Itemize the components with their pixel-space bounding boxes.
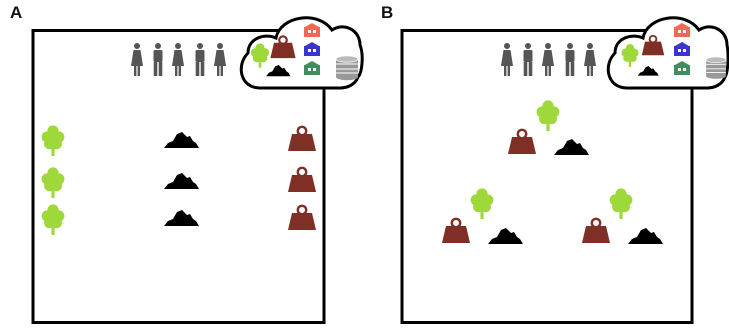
resource-cluster-left: [440, 188, 523, 245]
person-icon: [584, 43, 596, 76]
coin-stack-icon: [705, 56, 727, 80]
rock-pile-icon: [628, 228, 663, 244]
panel-b-frame: [400, 29, 694, 324]
panel-a-frame: [31, 29, 326, 324]
panel-a-label: A: [10, 3, 23, 22]
person-icon: [501, 43, 513, 76]
person-icon: [565, 43, 575, 76]
tree-icon: [609, 188, 633, 219]
person-icon: [523, 43, 533, 76]
panel-b: [400, 16, 729, 324]
cloud-bubble: [606, 16, 729, 90]
rock-pile-icon: [164, 210, 199, 226]
resource-cluster-right: [580, 188, 663, 245]
person-icon: [214, 43, 226, 76]
rock-pile-icon: [488, 228, 523, 244]
person-icon: [542, 43, 554, 76]
weight-icon: [286, 204, 318, 232]
person-icon: [131, 43, 143, 76]
rock-pile-icon: [164, 132, 199, 148]
resource-rows: [41, 125, 318, 235]
person-icon: [172, 43, 184, 76]
tree-icon: [41, 125, 65, 156]
rock-pile-icon: [554, 139, 589, 155]
resource-cluster-top: [506, 100, 589, 156]
weight-icon: [286, 125, 318, 153]
panel-b-label: B: [381, 3, 394, 22]
person-icon: [153, 43, 163, 76]
tree-icon: [470, 188, 494, 219]
cloud-bubble: [239, 16, 364, 90]
population-group: [501, 43, 596, 76]
population-group: [131, 43, 226, 76]
person-icon: [195, 43, 205, 76]
weight-icon: [440, 217, 472, 245]
tree-icon: [41, 167, 65, 198]
weight-icon: [506, 128, 538, 156]
panel-a: [31, 16, 364, 324]
coin-stack-icon: [335, 55, 359, 81]
tree-icon: [41, 204, 65, 235]
weight-icon: [580, 217, 612, 245]
tree-icon: [536, 100, 560, 131]
rock-pile-icon: [164, 173, 199, 189]
weight-icon: [286, 166, 318, 194]
